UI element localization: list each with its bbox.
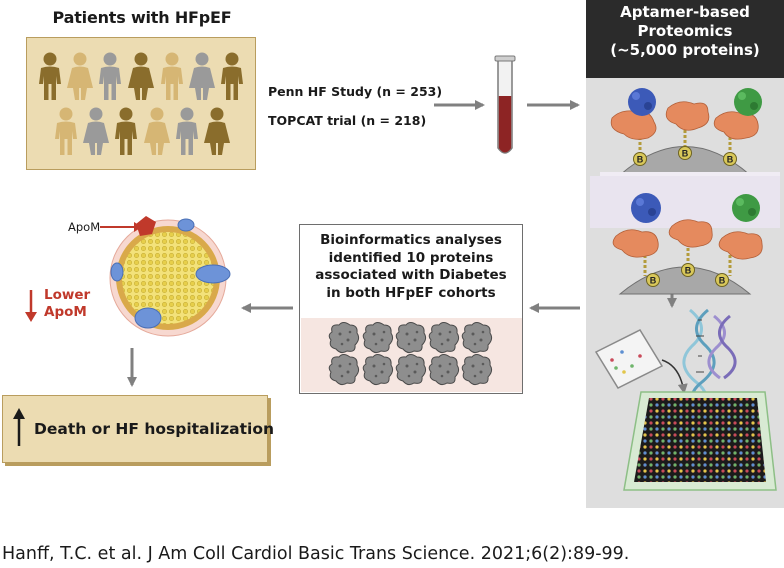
proteomics-title-line-1: Aptamer-based bbox=[620, 3, 750, 21]
protein-icon bbox=[362, 322, 394, 354]
person-icon bbox=[161, 52, 183, 100]
bio-line-2: identified 10 proteins bbox=[328, 249, 494, 266]
person-icon bbox=[55, 107, 77, 155]
person-icon bbox=[128, 52, 154, 100]
protein-icons bbox=[328, 322, 493, 386]
person-icon bbox=[99, 52, 121, 100]
protein-icon bbox=[395, 322, 427, 354]
person-icon bbox=[204, 107, 230, 155]
person-icon bbox=[176, 107, 198, 155]
bead-label: B bbox=[650, 276, 657, 286]
penn-study-label: Penn HF Study (n = 253) bbox=[268, 84, 443, 99]
outcome-text: Death or HF hospitalization bbox=[34, 420, 275, 438]
outcome-box bbox=[2, 395, 268, 463]
person-icon bbox=[115, 107, 137, 155]
lower-apom-line-2: ApoM bbox=[44, 304, 87, 320]
protein-icon bbox=[362, 354, 394, 386]
bio-line-4: in both HFpEF cohorts bbox=[326, 284, 496, 301]
blood-tube-icon bbox=[494, 55, 516, 154]
protein-icon bbox=[395, 354, 427, 386]
person-icon bbox=[39, 52, 61, 100]
bead-label: B bbox=[637, 155, 644, 165]
protein-icon bbox=[461, 354, 493, 386]
proteomics-title-line-2: Proteomics bbox=[637, 22, 733, 40]
patient-icons bbox=[39, 52, 243, 155]
bead-label: B bbox=[685, 266, 692, 276]
topcat-trial-label: TOPCAT trial (n = 218) bbox=[268, 113, 427, 128]
bead-label: B bbox=[682, 149, 689, 159]
microarray-chip-icon bbox=[623, 391, 777, 491]
lower-apom-line-1: Lower bbox=[44, 287, 91, 303]
protein-icon bbox=[461, 322, 493, 354]
protein-icon bbox=[328, 322, 360, 354]
proteomics-title-line-3: (~5,000 proteins) bbox=[610, 41, 760, 59]
bio-line-3: associated with Diabetes bbox=[315, 267, 507, 283]
proteomics-header: Aptamer-based Proteomics (~5,000 protein… bbox=[586, 0, 784, 78]
bioinformatics-text: Bioinformatics analyses identified 10 pr… bbox=[301, 232, 521, 302]
protein-icon bbox=[428, 354, 460, 386]
bio-line-1: Bioinformatics analyses bbox=[320, 232, 502, 248]
down-arrow-icon bbox=[25, 290, 37, 322]
lipoprotein-particle-icon bbox=[109, 216, 231, 337]
beaker-icon bbox=[594, 329, 688, 394]
protein-icon bbox=[428, 322, 460, 354]
person-icon bbox=[83, 107, 109, 155]
lower-apom-label: Lower ApoM bbox=[44, 287, 90, 321]
bead-label: B bbox=[719, 276, 726, 286]
citation: Hanff, T.C. et al. J Am Coll Cardiol Bas… bbox=[2, 544, 630, 564]
apom-label: ApoM bbox=[68, 220, 101, 234]
protein-icon bbox=[328, 354, 360, 386]
bead-label: B bbox=[727, 155, 734, 165]
aptamer-bead-top: B B B bbox=[590, 88, 780, 228]
patients-title: Patients with HFpEF bbox=[52, 8, 232, 27]
person-icon bbox=[144, 107, 170, 155]
aptamer-bead-bottom: B B B bbox=[612, 193, 763, 295]
person-icon bbox=[221, 52, 243, 100]
up-arrow-icon bbox=[13, 408, 25, 446]
person-icon bbox=[189, 52, 215, 100]
person-icon bbox=[67, 52, 93, 100]
